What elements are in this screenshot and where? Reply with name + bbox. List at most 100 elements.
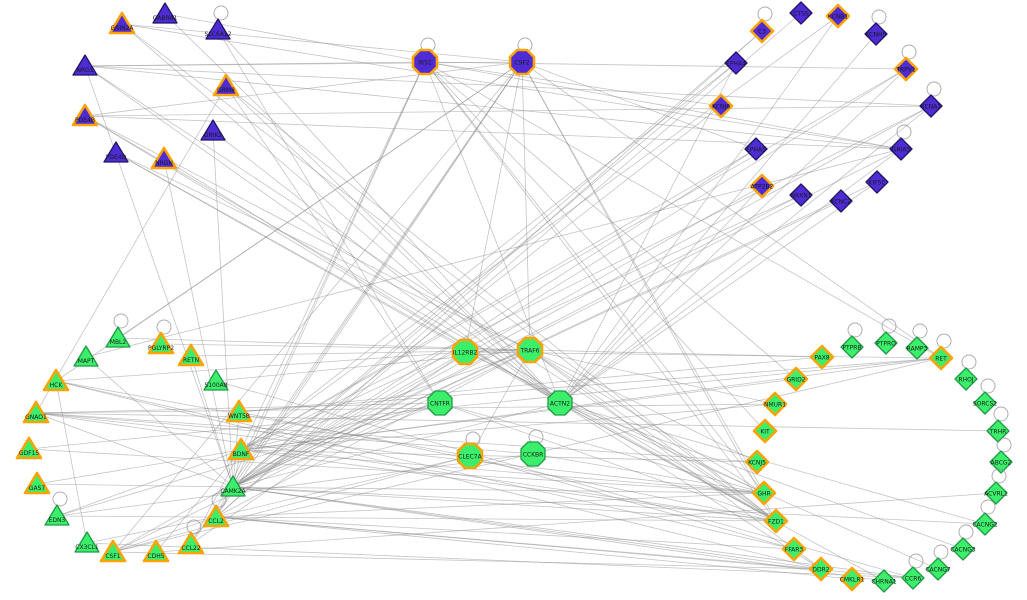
node-shape-triangle[interactable]: [225, 399, 253, 423]
node-shape-diamond[interactable]: [926, 557, 950, 581]
node-shape-triangle[interactable]: [150, 146, 178, 170]
node-shape-octagon[interactable]: [427, 390, 453, 416]
node-shape-triangle[interactable]: [205, 18, 231, 40]
node-TRPV1[interactable]: TRPV1: [893, 44, 919, 82]
node-shape-triangle[interactable]: [152, 2, 178, 24]
node-shape-diamond[interactable]: [954, 367, 978, 391]
node-GRIN2A[interactable]: GRIN2A: [108, 11, 136, 35]
node-RETN[interactable]: RETN: [177, 343, 205, 367]
node-shape-octagon[interactable]: [520, 441, 546, 467]
node-shape-triangle[interactable]: [72, 54, 98, 76]
node-CCL22[interactable]: CCL22: [177, 519, 205, 555]
node-shape-triangle[interactable]: [147, 331, 175, 355]
node-shape-diamond[interactable]: [783, 366, 809, 392]
node-shape-diamond[interactable]: [865, 170, 889, 194]
node-shape-triangle[interactable]: [22, 400, 50, 424]
node-CACNG2[interactable]: CACNG2: [972, 499, 998, 536]
node-NRGN[interactable]: NRGN: [150, 146, 178, 170]
node-shape-diamond[interactable]: [808, 556, 834, 582]
node-shape-triangle[interactable]: [177, 343, 205, 367]
node-GNAO1[interactable]: GNAO1: [22, 400, 50, 424]
node-SORCS2[interactable]: SORCS2: [973, 378, 997, 415]
node-shape-diamond[interactable]: [901, 566, 925, 590]
node-shape-diamond[interactable]: [889, 137, 913, 161]
node-CLEC7A[interactable]: CLEC7A: [456, 431, 484, 470]
node-EDN3[interactable]: EDN3: [44, 491, 70, 526]
node-RAMP3[interactable]: RAMP3: [905, 323, 929, 360]
node-shape-diamond[interactable]: [809, 344, 835, 370]
node-CCR6[interactable]: CCR6: [901, 553, 925, 590]
node-PDE4D[interactable]: PDE4D: [103, 141, 129, 163]
node-shape-diamond[interactable]: [893, 56, 919, 82]
node-ACVRL1[interactable]: ACVRL1: [984, 468, 1008, 505]
node-ABCG2[interactable]: ABCG2: [989, 437, 1013, 474]
node-KIF5C[interactable]: KIF5C: [865, 170, 889, 194]
node-PTPRB[interactable]: PTPRB: [840, 322, 864, 359]
node-shape-triangle[interactable]: [71, 103, 99, 127]
node-shape-diamond[interactable]: [752, 418, 778, 444]
node-PGLYRP2[interactable]: PGLYRP2: [147, 319, 175, 355]
node-shape-diamond[interactable]: [749, 18, 775, 44]
node-CSF2[interactable]: CSF2: [508, 37, 536, 76]
node-RHOJ[interactable]: RHOJ: [954, 354, 978, 391]
node-MAPT[interactable]: MAPT: [73, 345, 99, 367]
node-shape-octagon[interactable]: [456, 442, 484, 470]
node-shape-diamond[interactable]: [951, 537, 975, 561]
node-NRG1[interactable]: NRG1: [72, 54, 98, 76]
node-PAX8[interactable]: PAX8: [809, 344, 835, 370]
node-GRM8[interactable]: GRM8: [212, 73, 240, 97]
node-shape-diamond[interactable]: [973, 512, 997, 536]
node-shape-triangle[interactable]: [105, 326, 131, 348]
node-EPHA4[interactable]: EPHA4: [724, 51, 748, 75]
node-IL12RB2[interactable]: IL12RB2: [451, 338, 479, 366]
node-shape-octagon[interactable]: [411, 48, 439, 76]
node-RET[interactable]: RET: [928, 333, 954, 371]
node-shape-triangle[interactable]: [99, 539, 127, 563]
node-TRAF6[interactable]: TRAF6: [516, 336, 544, 364]
node-KCNC2[interactable]: KCNC2: [829, 189, 853, 213]
node-shape-diamond[interactable]: [789, 183, 813, 207]
node-shape-triangle[interactable]: [103, 141, 129, 163]
node-shape-triangle[interactable]: [227, 437, 255, 461]
node-shape-triangle[interactable]: [44, 504, 70, 526]
node-shape-triangle[interactable]: [202, 504, 230, 528]
node-shape-diamond[interactable]: [724, 51, 748, 75]
node-shape-triangle[interactable]: [15, 436, 43, 460]
node-C3[interactable]: C3: [749, 6, 775, 44]
node-KCNB1[interactable]: KCNB1: [825, 3, 851, 29]
node-shape-diamond[interactable]: [874, 331, 898, 355]
node-shape-diamond[interactable]: [973, 391, 997, 415]
node-shape-triangle[interactable]: [142, 539, 170, 563]
node-KIT[interactable]: KIT: [752, 418, 778, 444]
node-shape-triangle[interactable]: [177, 531, 205, 555]
node-shape-triangle[interactable]: [74, 531, 100, 553]
node-shape-octagon[interactable]: [516, 336, 544, 364]
node-shape-triangle[interactable]: [203, 369, 229, 391]
node-IRS1[interactable]: IRS1: [411, 37, 439, 76]
node-NRXN1[interactable]: NRXN1: [789, 183, 813, 207]
node-CX3CL1[interactable]: CX3CL1: [74, 531, 100, 553]
node-shape-diamond[interactable]: [839, 566, 865, 592]
node-shape-diamond[interactable]: [744, 137, 768, 161]
node-shape-diamond[interactable]: [763, 508, 789, 534]
node-KCNJ5[interactable]: KCNJ5: [744, 449, 770, 475]
node-GABRA1[interactable]: GABRA1: [152, 2, 178, 24]
node-CACNG7[interactable]: CACNG7: [925, 544, 951, 581]
node-shape-diamond[interactable]: [872, 569, 896, 593]
node-shape-diamond[interactable]: [781, 536, 807, 562]
node-HCK[interactable]: HCK: [42, 368, 70, 392]
node-KCNH5[interactable]: KCNH5: [864, 9, 888, 46]
node-shape-triangle[interactable]: [220, 475, 246, 497]
node-shape-triangle[interactable]: [23, 471, 51, 495]
node-shape-diamond[interactable]: [749, 173, 775, 199]
node-NMUR1[interactable]: NMUR1: [762, 391, 788, 417]
node-shape-triangle[interactable]: [200, 119, 226, 141]
node-CTSS[interactable]: CTSS: [789, 1, 813, 25]
node-shape-octagon[interactable]: [508, 48, 536, 76]
node-shape-triangle[interactable]: [73, 345, 99, 367]
node-KCNJ6[interactable]: KCNJ6: [708, 93, 734, 119]
node-shape-diamond[interactable]: [751, 480, 777, 506]
node-shape-diamond[interactable]: [905, 336, 929, 360]
